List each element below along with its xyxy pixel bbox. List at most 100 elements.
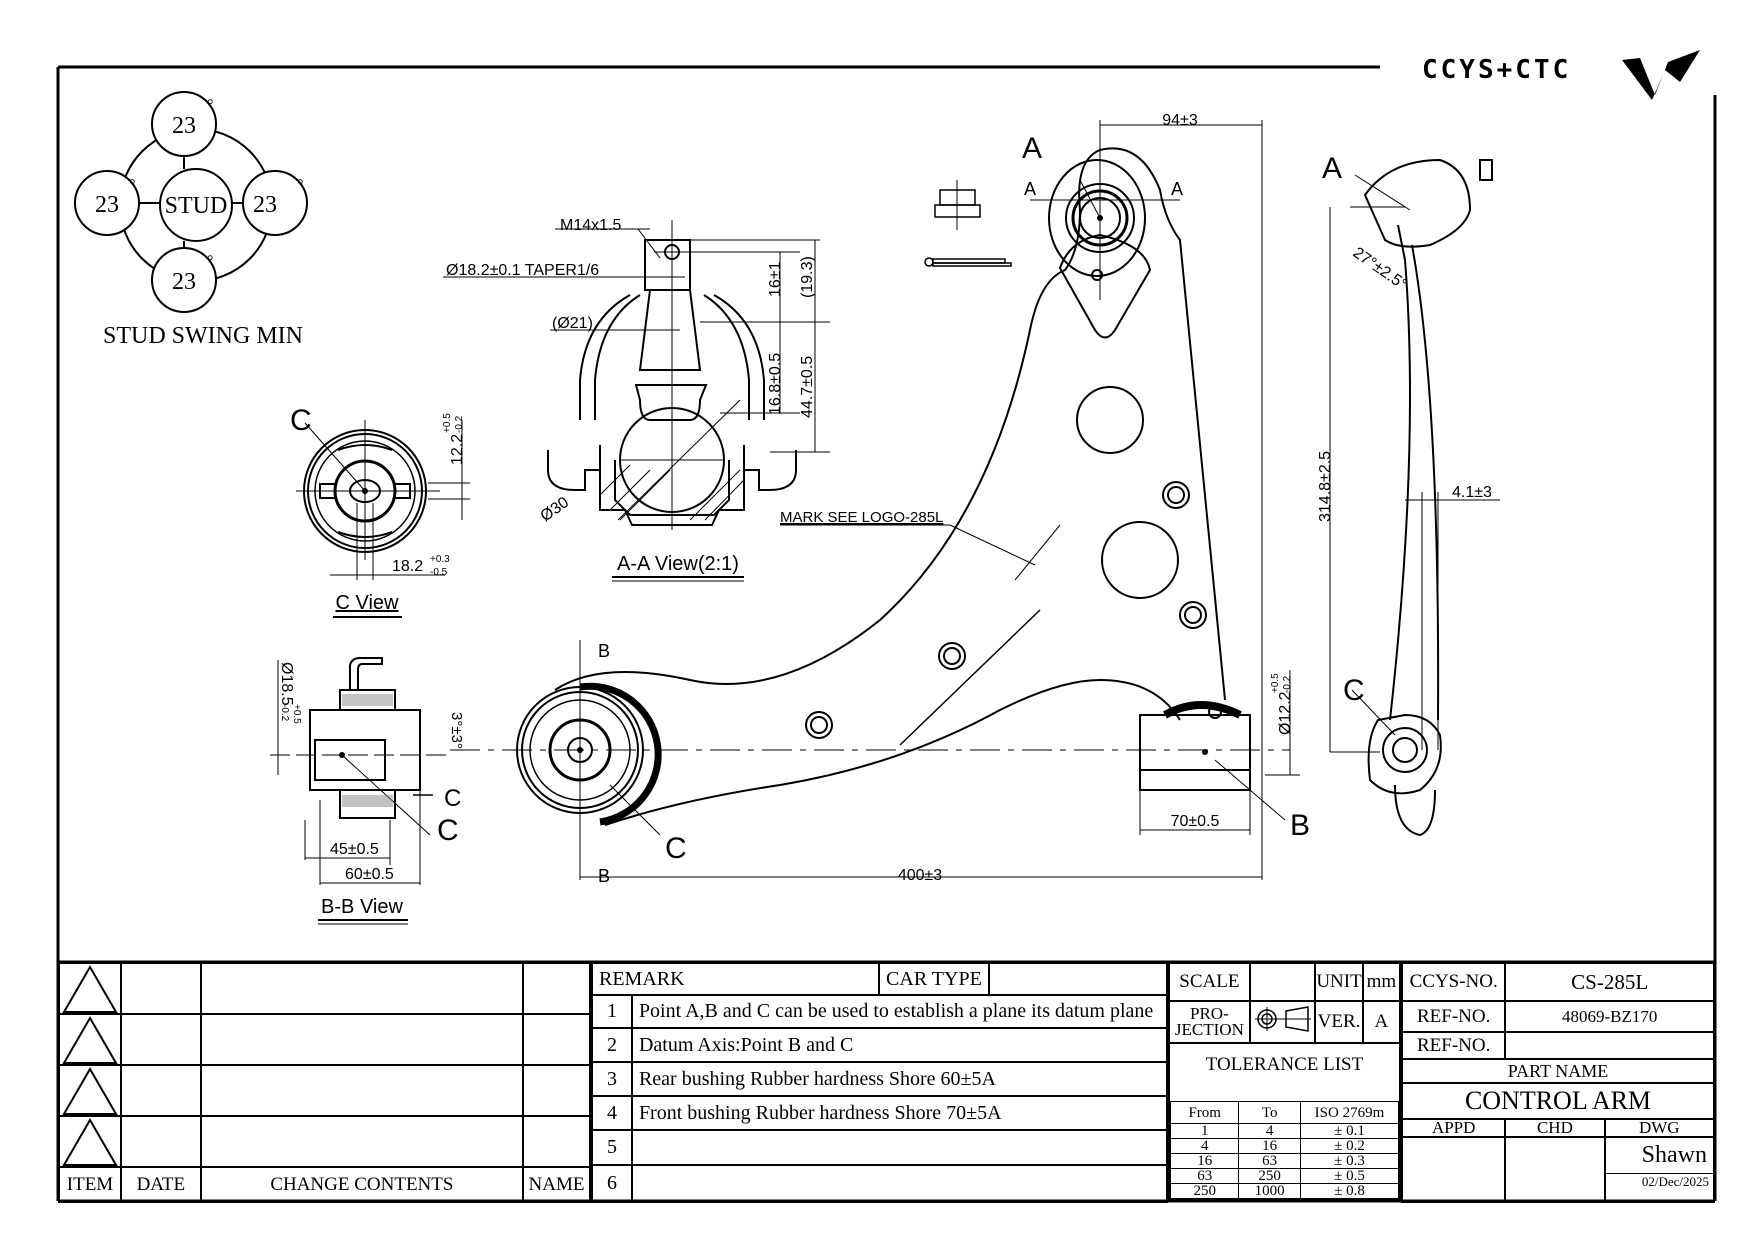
main-point-c-label: C <box>665 832 687 865</box>
svg-text:-0.2: -0.2 <box>279 704 290 722</box>
aa-dim-16-8: 16.8±0.5 <box>767 353 784 415</box>
aa-taper-label: Ø18.2±0.1 TAPER1/6 <box>446 262 599 279</box>
remark-text <box>630 1164 1169 1203</box>
degree-mark: ° <box>129 177 135 194</box>
aa-view-title: A-A View(2:1) <box>617 553 739 575</box>
revision-row <box>58 1115 591 1168</box>
swing-angle-left: 23 <box>95 192 119 218</box>
stud-label: STUD <box>165 193 228 219</box>
revision-date-cell <box>119 962 202 1015</box>
point-a-marker <box>1097 215 1103 221</box>
svg-text:Ø12.2: Ø12.2 <box>1277 691 1294 735</box>
title-block: ITEM DATE CHANGE CONTENTS NAME REMARK CA… <box>58 962 1715 1203</box>
aa-dia21-label: (Ø21) <box>552 315 593 332</box>
projection-label: PRO- JECTION <box>1168 1000 1251 1044</box>
revision-contents-cell <box>199 1013 525 1066</box>
remark-num: 2 <box>591 1027 633 1063</box>
remarks-header-row: REMARK CAR TYPE <box>590 962 1169 996</box>
ccys-no-value: CS-285L <box>1504 962 1715 1002</box>
appd-value <box>1400 1136 1507 1203</box>
svg-text:+0.5: +0.5 <box>442 413 453 433</box>
section-a-right-label: A <box>1171 179 1183 199</box>
section-b-top-label: B <box>598 641 610 661</box>
revision-triangle-icon <box>62 1015 118 1064</box>
scale-value <box>1248 962 1317 1002</box>
remark-text: Point A,B and C can be used to establish… <box>630 994 1169 1029</box>
car-type-label: CAR TYPE <box>878 962 990 996</box>
main-dim-400: 400±3 <box>898 867 942 884</box>
remark-text: Datum Axis:Point B and C <box>630 1027 1169 1063</box>
scale-label: SCALE <box>1168 962 1251 1002</box>
aa-ball-dia: Ø30 <box>538 494 573 525</box>
revision-name-cell <box>522 1064 591 1117</box>
castle-nut-icon <box>934 180 981 230</box>
revision-item-cell <box>58 962 122 1015</box>
revision-date-cell <box>119 1064 202 1117</box>
dwg-label: DWG <box>1603 1118 1715 1138</box>
chd-label: CHD <box>1504 1118 1606 1138</box>
revision-name-cell <box>522 1115 591 1168</box>
part-info-table: CCYS-NO. CS-285L REF-NO. 48069-BZ170 REF… <box>1400 962 1715 1203</box>
c-view-title: C View <box>336 592 400 614</box>
ver-value: A <box>1361 1000 1402 1044</box>
revision-table: ITEM DATE CHANGE CONTENTS NAME <box>58 962 591 1203</box>
remark-row: 6 <box>591 1164 1169 1203</box>
main-axes <box>450 120 1300 880</box>
bb-angle-dim: 3°±3° <box>448 712 465 749</box>
revision-name-cell <box>522 1013 591 1066</box>
ref-no-label: REF-NO. <box>1400 1000 1507 1033</box>
bb-arrow-c-label: C <box>444 785 461 812</box>
section-b-bottom-label: B <box>598 866 610 886</box>
scale-projection-table: SCALE UNIT mm PRO- JECTION VER. A <box>1168 962 1402 1044</box>
point-b-marker <box>1202 749 1208 755</box>
brand-logo-text: CCYS+CTC <box>1422 55 1571 85</box>
swing-angle-right: 23 <box>253 192 277 218</box>
cotter-pin-icon <box>924 257 1012 267</box>
degree-mark: ° <box>297 177 303 194</box>
unit-value: mm <box>1361 962 1402 1002</box>
remark-num: 1 <box>591 994 633 1029</box>
revision-contents-cell <box>199 1115 525 1168</box>
svg-text:18.2: 18.2 <box>392 558 423 575</box>
side-view-drawing <box>1329 158 1500 837</box>
svg-text:Ø18.5: Ø18.5 <box>278 662 295 706</box>
remark-text: Rear bushing Rubber hardness Shore 60±5A <box>630 1061 1169 1097</box>
brand-logo: CCYS+CTC <box>1422 50 1700 100</box>
main-dim-94: 94±3 <box>1162 112 1198 129</box>
ccys-no-label: CCYS-NO. <box>1400 962 1507 1002</box>
tolerance-header: From <box>1169 1101 1240 1124</box>
revision-row <box>58 962 591 1015</box>
remark-num: 3 <box>591 1061 633 1097</box>
c-view-drawing <box>296 420 470 580</box>
aa-dim-44-7: 44.7±0.5 <box>799 356 816 418</box>
revision-triangle-icon <box>62 1117 118 1166</box>
dwg-value: Shawn <box>1641 1142 1707 1168</box>
aa-view-hatch <box>599 464 745 521</box>
c-view-point-c-marker <box>362 488 368 494</box>
remark-text <box>630 1129 1169 1166</box>
unit-label: UNIT <box>1314 962 1364 1002</box>
revision-header-contents: CHANGE CONTENTS <box>199 1166 525 1203</box>
side-offset-dim: 4.1±3 <box>1452 484 1492 501</box>
main-dim-70: 70±0.5 <box>1171 813 1220 830</box>
remark-num: 4 <box>591 1095 633 1131</box>
revision-date-cell <box>119 1013 202 1066</box>
tolerance-header: ISO 2769m <box>1299 1101 1400 1124</box>
aa-thread-label: M14x1.5 <box>560 217 621 234</box>
revision-header-name: NAME <box>522 1166 591 1203</box>
svg-text:-0.2: -0.2 <box>454 415 465 433</box>
ref-no-value: 48069-BZ170 <box>1504 1000 1715 1033</box>
remark-row: 5 <box>591 1129 1169 1166</box>
bb-dim-45: 45±0.5 <box>330 841 379 858</box>
part-name-value: CONTROL ARM <box>1401 1082 1715 1120</box>
svg-text:+0.5: +0.5 <box>291 704 302 724</box>
side-height-dim: 314.8±2.5 <box>1317 451 1334 522</box>
side-point-c-label: C <box>1343 674 1365 707</box>
remark-row: 4 Front bushing Rubber hardness Shore 70… <box>591 1095 1169 1131</box>
revision-date-cell <box>119 1115 202 1168</box>
